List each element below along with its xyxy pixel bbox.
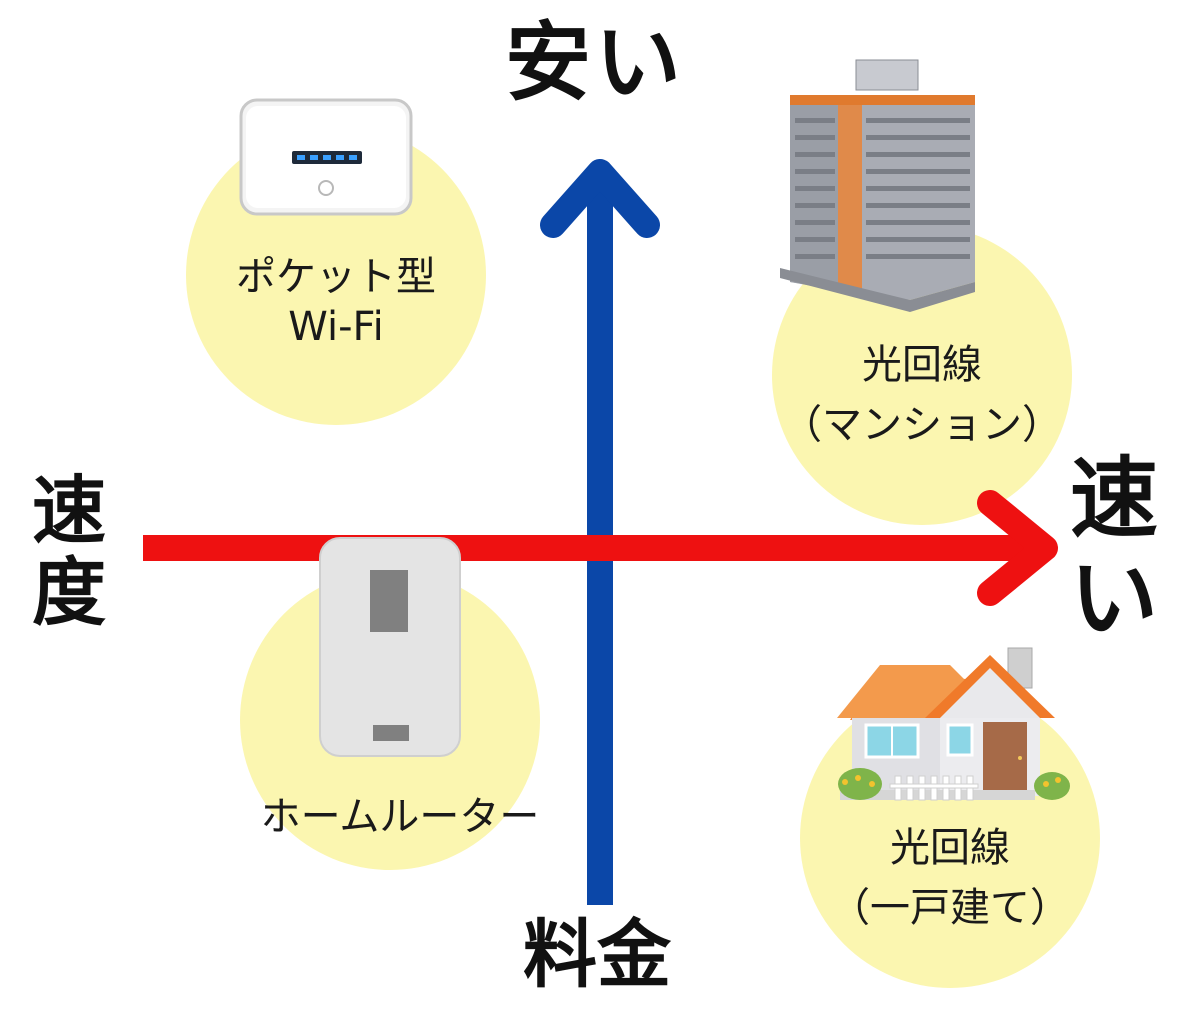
fiber-mansion-circle	[772, 225, 1072, 525]
fiber-mansion-label-line-1: 光回線	[862, 342, 982, 388]
home-router-icon	[319, 537, 461, 757]
fiber-house-label-line-2: （一戸建て）	[830, 885, 1070, 931]
pocket-wifi-label-line-1: ポケット型	[236, 254, 436, 300]
fiber-mansion-label: 光回線 （マンション）	[742, 335, 1102, 455]
price-axis-top-label: 安い	[505, 13, 685, 113]
fiber-house-label-line-1: 光回線	[890, 825, 1010, 871]
pocket-wifi-label: ポケット型 Wi-Fi	[186, 252, 486, 352]
fiber-house-label: 光回線 （一戸建て）	[790, 818, 1110, 938]
speed-axis-label-char-1: 速	[32, 468, 106, 554]
fiber-mansion-label-line-2: （マンション）	[782, 402, 1062, 448]
pocket-wifi-router-icon	[239, 98, 413, 216]
pocket-wifi-label-line-2: Wi-Fi	[288, 304, 384, 350]
apartment-building-icon	[780, 59, 975, 312]
horizontal-arrow	[143, 490, 1058, 606]
detached-house-icon	[837, 647, 1070, 801]
home-router-label-line-1: ホームルーター	[260, 794, 540, 840]
home-router-label: ホームルーター	[220, 792, 580, 842]
speed-axis-right-label-char-2: い	[1070, 547, 1159, 650]
price-axis-label: 料金	[523, 912, 671, 998]
speed-axis-label-char-2: 度	[32, 550, 106, 636]
speed-axis-right-label-char-1: 速	[1070, 447, 1159, 550]
